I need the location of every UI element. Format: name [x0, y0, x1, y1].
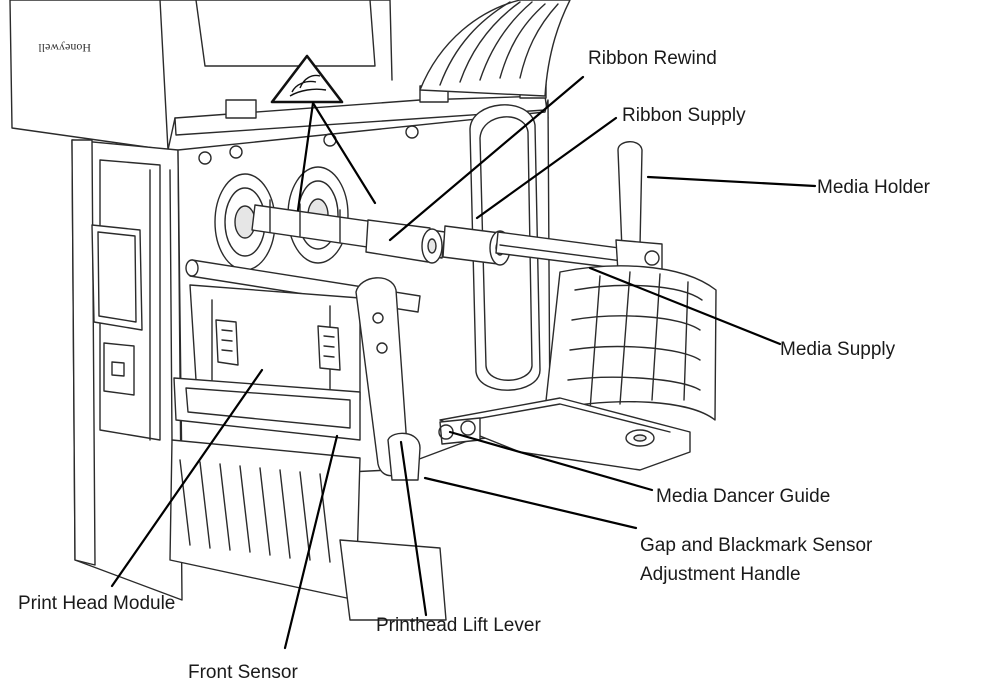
print-head-module [173, 284, 361, 441]
pinch-hazard-icon [270, 54, 344, 104]
label-media-supply: Media Supply [780, 339, 896, 360]
label-gap-sensor-line2: Adjustment Handle [640, 564, 801, 585]
label-printhead-lift-lever: Printhead Lift Lever [376, 615, 541, 636]
media-guide-cage [544, 265, 717, 421]
label-media-dancer-guide: Media Dancer Guide [656, 486, 831, 507]
leader-lines [110, 75, 817, 650]
media-holder-bracket [615, 141, 663, 273]
label-ribbon-supply: Ribbon Supply [622, 105, 746, 126]
printhead-lift-lever-part [355, 277, 409, 477]
label-gap-sensor-line1: Gap and Blackmark Sensor [640, 535, 873, 556]
ribbon-rewind-spindle [251, 199, 446, 264]
label-media-holder: Media Holder [817, 177, 930, 198]
label-print-head-module: Print Head Module [18, 593, 176, 614]
media-dancer-guide-roller [438, 417, 481, 445]
printer-body-left [71, 139, 183, 601]
label-ribbon-rewind: Ribbon Rewind [588, 48, 717, 69]
tear-bar-plate [169, 439, 447, 621]
ribbon-cover-open [419, 0, 571, 97]
top-cover: Honeywell [9, 0, 549, 151]
brand-logo: Honeywell [38, 41, 91, 55]
label-front-sensor: Front Sensor [188, 662, 298, 683]
